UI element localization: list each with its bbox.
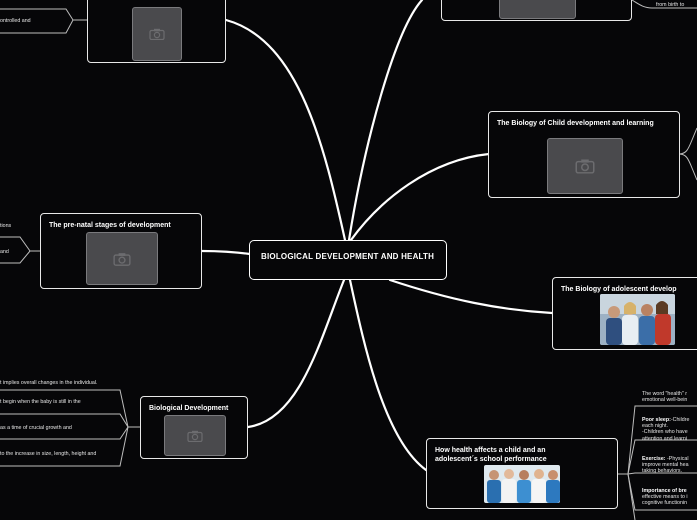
camera-icon (575, 159, 595, 174)
topic-biological-development[interactable]: Biological Development (140, 396, 248, 459)
leaf-line: effective means to i (642, 494, 688, 501)
leaf-span: -Childre (670, 417, 690, 423)
central-topic[interactable]: BIOLOGICAL DEVELOPMENT AND HEALTH (249, 240, 447, 280)
leaf-line: each night. (642, 423, 668, 430)
image-placeholder (499, 0, 576, 19)
leaf-line: Importance of bre (642, 488, 688, 494)
camera-icon (149, 28, 165, 40)
topic-top-right[interactable] (441, 0, 632, 21)
leaf-text: tions (0, 223, 12, 229)
topic-health-school-performance[interactable]: How health affects a child and an adoles… (426, 438, 618, 509)
topic-title: The pre-natal stages of development (49, 222, 171, 229)
leaf-label: Exercise: (642, 456, 666, 462)
leaf-span: -Physical (665, 456, 689, 462)
leaf-text: as a time of crucial growth and (0, 425, 72, 431)
camera-icon (113, 252, 131, 266)
leaf-line: Exercise: -Physical (642, 456, 689, 462)
topic-title: The Biology of Child development and lea… (497, 120, 654, 127)
leaf-line: attention and learni (642, 435, 688, 442)
leaf-text: Poor sleep:-Childre each night. -Childre… (642, 417, 689, 442)
topic-prenatal-stages[interactable]: The pre-natal stages of development (40, 213, 202, 289)
leaf-line: cognitive functionin (642, 500, 688, 507)
image-placeholder (132, 7, 182, 61)
image-placeholder (164, 415, 226, 456)
leaf-line: -Children who have (642, 429, 688, 436)
camera-icon (187, 430, 203, 442)
topic-title: The Biology of adolescent develop (561, 286, 677, 293)
image-placeholder (547, 138, 623, 194)
leaf-line: improve mental hea (642, 462, 689, 469)
image-placeholder (86, 232, 158, 285)
leaf-text: to the increase in size, length, height … (0, 451, 97, 457)
leaf-text: Importance of bre effective means to i c… (642, 488, 688, 507)
students-photo (484, 465, 560, 503)
leaf-text: The word "health" r emotional well-bein (642, 391, 687, 403)
topic-title: How health affects a child and an adoles… (435, 447, 547, 463)
leaf-text: ontrolled and (0, 18, 31, 24)
teenagers-photo (600, 294, 675, 345)
topic-top-left[interactable] (87, 0, 226, 63)
leaf-text: and (0, 249, 9, 255)
topic-adolescent-development[interactable]: The Biology of adolescent develop (552, 277, 697, 350)
leaf-text: from birth to (656, 2, 685, 8)
topic-title: Biological Development (149, 405, 229, 412)
central-topic-title: BIOLOGICAL DEVELOPMENT AND HEALTH (261, 252, 435, 261)
topic-child-development[interactable]: The Biology of Child development and lea… (488, 111, 680, 198)
leaf-text: t implies overall changes in the individ… (0, 380, 98, 386)
leaf-line: emotional well-bein (642, 397, 688, 404)
leaf-label: Importance of bre (642, 488, 687, 494)
leaf-line: taking behaviors. (642, 468, 683, 475)
leaf-text: t begin when the baby is still in the (0, 399, 81, 405)
leaf-line: The word "health" r (642, 391, 687, 397)
leaf-text: Exercise: -Physical improve mental hea t… (642, 456, 689, 475)
leaf-label: Poor sleep: (642, 417, 671, 423)
leaf-line: Poor sleep:-Childre (642, 417, 689, 423)
